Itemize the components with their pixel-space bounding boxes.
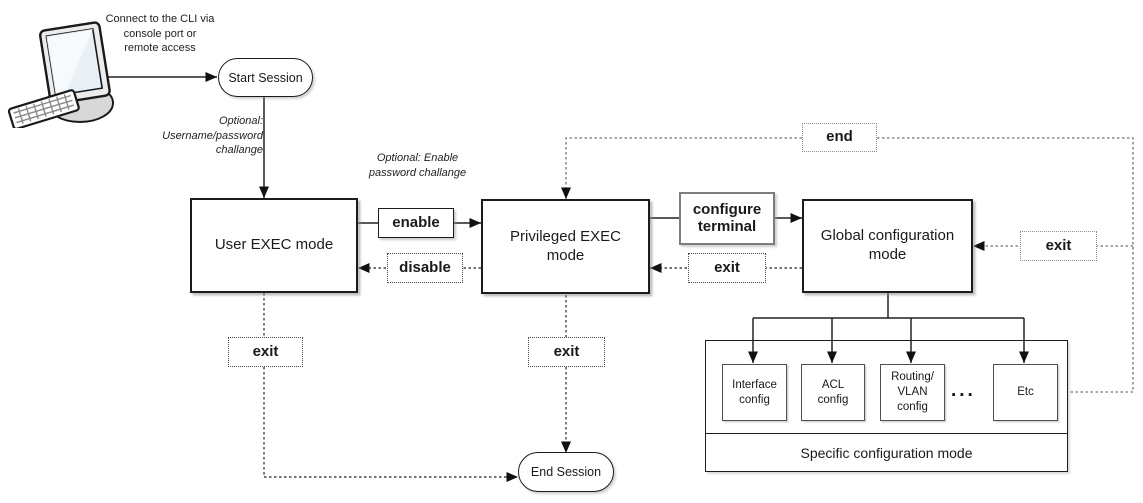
start-session-label: Start Session [228,70,303,85]
privileged-exec-mode-node: Privileged EXEC mode [481,199,650,294]
privileged-exec-mode-label: Privileged EXEC mode [510,227,621,264]
user-exec-mode-label: User EXEC mode [214,236,334,254]
configure-terminal-command-label: configure terminal [692,201,762,235]
configure-terminal-command-node: configure terminal [679,192,775,245]
exit-command-priv-bottom-node: exit [528,337,605,367]
disable-command-label: disable [399,258,451,276]
end-session-node: End Session [518,452,614,492]
specific-config-label-band: Specific configuration mode [706,433,1067,471]
global-config-mode-label: Global configuration mode [820,227,955,263]
interface-config-label: Interface config [732,378,777,406]
enable-command-label: enable [392,213,440,231]
global-config-mode-node: Global configuration mode [802,199,973,293]
routing-vlan-config-node: Routing/ VLAN config [880,364,945,421]
exit-command-priv-node: exit [688,253,766,283]
end-command-label: end [826,128,853,146]
disable-command-node: disable [387,253,463,283]
enable-command-node: enable [378,208,454,238]
end-command-node: end [802,123,877,152]
optional-login-note: Optional: Username/password challange [162,115,263,157]
etc-config-label: Etc [1017,386,1034,399]
routing-vlan-config-label: Routing/ VLAN config [891,371,934,413]
connect-note: Connect to the CLI via console port or r… [105,13,215,55]
etc-config-node: Etc [993,364,1058,421]
exit-command-global-label: exit [1045,236,1072,254]
acl-config-label: ACL config [817,378,849,406]
specific-config-mode-label: Specific configuration mode [800,444,973,461]
acl-config-node: ACL config [801,364,865,421]
interface-config-node: Interface config [722,364,787,421]
optional-enable-note: Optional: Enable password challange [368,152,467,179]
user-exec-mode-node: User EXEC mode [190,198,358,293]
exit-command-user-label: exit [252,342,279,360]
exit-command-global-node: exit [1020,231,1097,261]
exit-command-priv-label: exit [714,258,740,276]
specific-config-container: Interface config ACL config Routing/ VLA… [705,340,1068,472]
exit-command-priv-bottom-label: exit [553,342,580,360]
start-session-node: Start Session [218,58,313,97]
exit-command-user-node: exit [228,337,303,367]
more-submodes-ellipsis: ... [951,380,976,401]
end-session-label: End Session [530,465,602,479]
computer-icon [7,21,114,128]
